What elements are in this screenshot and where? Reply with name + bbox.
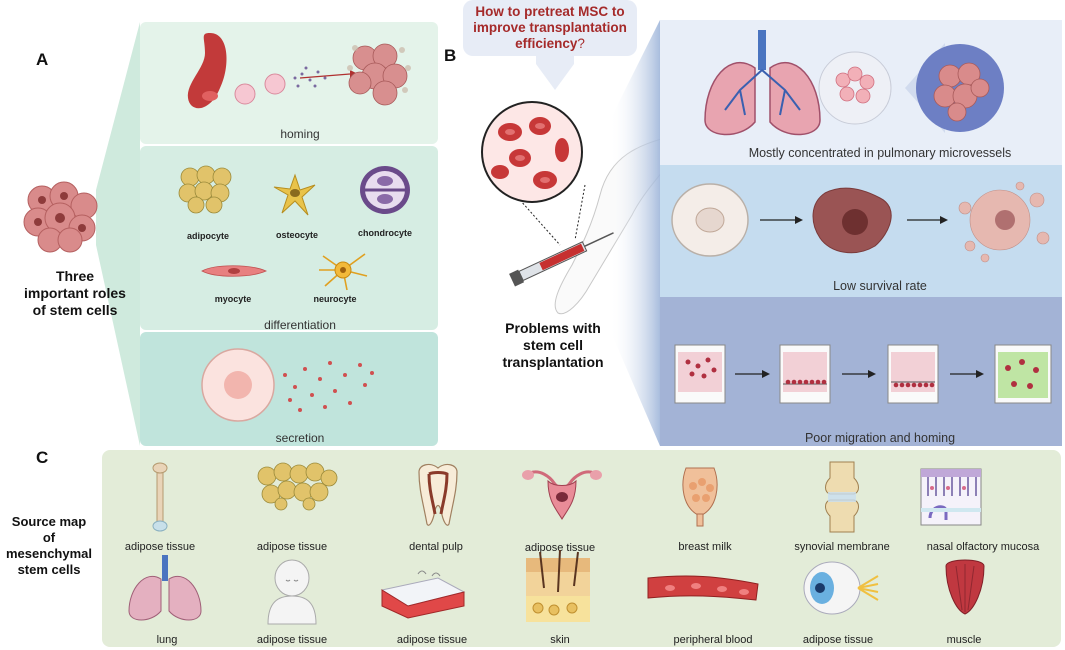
blood-vessel-icon: [647, 575, 759, 601]
problem-3-label: Poor migration and homing: [804, 431, 956, 445]
blood-cells-zoom-icon: [481, 101, 583, 203]
source-label-r2-4: skin: [550, 634, 570, 646]
culture-dish-icon: [380, 570, 466, 619]
transwell-sequence: [674, 344, 1052, 404]
source-label-r2-2: adipose tissue: [256, 634, 328, 646]
question-arrow: [536, 56, 574, 90]
neurocyte-label: neurocyte: [313, 294, 357, 304]
problems-line-3: transplantation: [502, 354, 604, 370]
source-label-r1-1: adipose tissue: [124, 541, 196, 553]
question-line-2: improve transplantation: [473, 20, 627, 35]
osteocyte-icon: [273, 173, 316, 216]
microvessel-zoom-icon: [905, 43, 1004, 133]
alveoli-zoom-icon: [818, 51, 892, 125]
panel-b-letter: B: [444, 46, 457, 65]
source-label-r1-2: adipose tissue: [256, 541, 328, 553]
olfactory-mucosa-icon: [920, 468, 982, 526]
adipose-tissue-icon: [257, 462, 338, 511]
cell-death-sequence: [671, 181, 1050, 263]
question-mark: ?: [577, 36, 585, 51]
homing-illustration: [187, 33, 411, 109]
main-label-line-1: Three: [55, 268, 95, 284]
c-title-line-3: mesenchymal: [6, 546, 92, 561]
source-label-r2-6: adipose tissue: [802, 634, 874, 646]
adipocyte-icon: [178, 165, 232, 214]
main-label-line-2: important roles: [24, 285, 126, 301]
lung-icon: [128, 555, 202, 621]
source-label-r2-7: muscle: [946, 634, 982, 646]
source-label-r1-3: dental pulp: [409, 541, 463, 553]
neurocyte-icon: [319, 253, 368, 291]
panel-c-letter: C: [36, 448, 49, 467]
c-title-line-1: Source map: [11, 514, 87, 529]
main-label-line-3: of stem cells: [32, 302, 118, 318]
differentiation-label: differentiation: [264, 318, 336, 332]
bone-icon: [152, 462, 168, 532]
chondrocyte-label: chondrocyte: [357, 228, 412, 238]
problems-line-1: Problems with: [505, 320, 601, 336]
c-title-line-4: stem cells: [17, 562, 81, 577]
problem-2-label: Low survival rate: [833, 279, 927, 293]
problems-label: Problems with stem cell transplantation: [488, 320, 618, 371]
infant-icon: [267, 559, 317, 625]
chondrocyte-icon: [360, 166, 410, 214]
uterus-icon: [522, 470, 602, 520]
source-label-r1-4: adipose tissue: [524, 542, 596, 554]
synovial-joint-icon: [825, 461, 859, 533]
question-line-3: efficiency: [515, 36, 578, 51]
source-label-r2-3: adipose tissue: [396, 634, 468, 646]
problems-line-2: stem cell: [523, 337, 583, 353]
secretion-label: secretion: [275, 431, 325, 445]
source-label-r2-5: peripheral blood: [673, 634, 753, 646]
panel-c-title: Source map of mesenchymal stem cells: [0, 514, 98, 578]
question-line-1: How to pretreat MSC to: [475, 4, 625, 19]
c-title-line-2: of: [42, 530, 56, 545]
lungs-icon: [704, 30, 821, 136]
breast-milk-icon: [682, 467, 718, 527]
panel-a-letter: A: [36, 50, 49, 69]
secretion-box: [140, 332, 438, 446]
tooth-icon: [418, 463, 458, 526]
secretion-illustration: [201, 348, 374, 422]
question-bubble: [463, 0, 637, 56]
source-label-r1-6: synovial membrane: [794, 541, 890, 553]
source-label-r1-5: breast milk: [678, 541, 732, 553]
osteocyte-label: osteocyte: [275, 230, 319, 240]
skin-icon: [526, 549, 590, 622]
homing-label: homing: [280, 127, 320, 141]
eye-icon: [803, 561, 879, 615]
question-text: How to pretreat MSC to improve transplan…: [463, 4, 637, 52]
source-label-r1-7: nasal olfactory mucosa: [926, 541, 1040, 553]
stem-cell-cluster-icon: [23, 181, 98, 253]
myocyte-icon: [201, 265, 267, 277]
source-label-r2-1: lung: [156, 634, 178, 646]
problem-1-label: Mostly concentrated in pulmonary microve…: [748, 146, 1012, 160]
adipocyte-label: adipocyte: [186, 231, 229, 241]
panel-a-main-label: Three important roles of stem cells: [20, 268, 130, 319]
muscle-icon: [945, 559, 985, 615]
myocyte-label: myocyte: [214, 294, 252, 304]
